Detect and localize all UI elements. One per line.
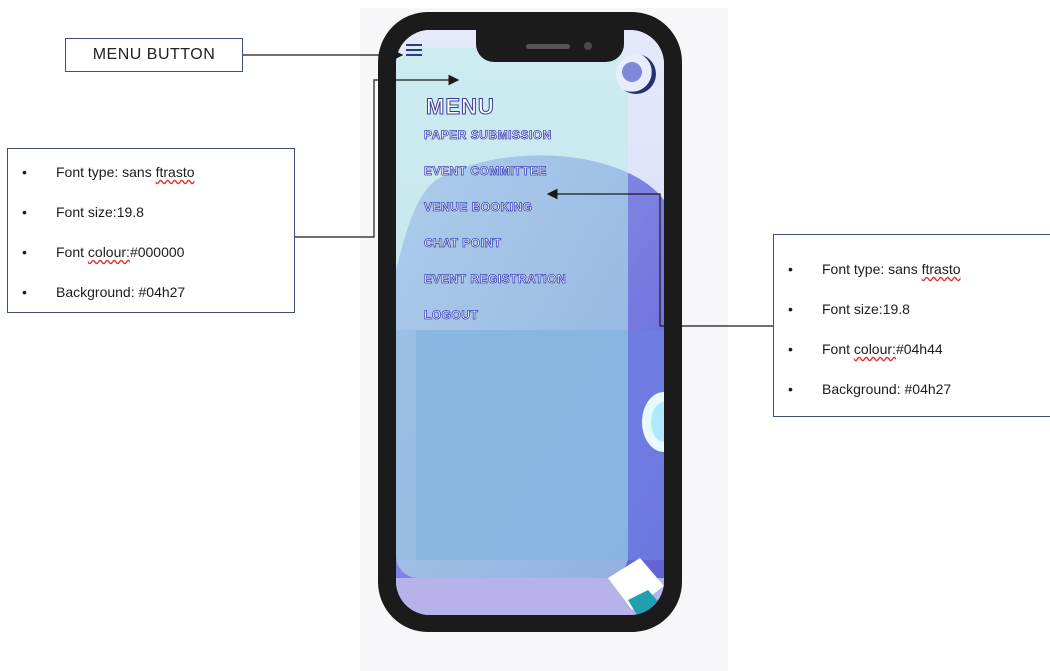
menu-item-event-registration[interactable]: EVENT REGISTRATION <box>424 272 567 287</box>
spec-label: Font size:19.8 <box>822 301 910 317</box>
spec-value: #000000 <box>129 244 185 260</box>
menu-item-logout[interactable]: LOGOUT <box>424 308 479 323</box>
front-camera <box>584 42 592 50</box>
hamburger-menu-icon[interactable] <box>406 44 422 56</box>
spec-label: Background: #04h27 <box>822 381 952 397</box>
menu-list: PAPER SUBMISSION EVENT COMMITTEE VENUE B… <box>424 128 566 344</box>
screen-background-art <box>396 30 664 615</box>
phone-frame: MENU PAPER SUBMISSION EVENT COMMITTEE VE… <box>378 12 682 632</box>
spec-label: Background: #04h27 <box>56 284 186 300</box>
spec-label: Font <box>56 244 88 260</box>
spec-underlined-term: colour: <box>853 341 896 357</box>
right-spec-item: Font type: sans ftrasto <box>788 261 1050 301</box>
right-spec-item: Font colour:#04h44 <box>788 341 1050 381</box>
left-spec-list: Font type: sans ftrastoFont size:19.8Fon… <box>8 149 294 324</box>
left-spec-item: Font type: sans ftrasto <box>22 164 294 204</box>
left-spec-box: Font type: sans ftrastoFont size:19.8Fon… <box>7 148 295 313</box>
menu-button-callout: MENU BUTTON <box>65 38 243 72</box>
phone-notch <box>476 30 624 62</box>
menu-item-venue-booking[interactable]: VENUE BOOKING <box>424 200 533 215</box>
left-spec-connector <box>295 74 460 238</box>
left-spec-item: Font colour:#000000 <box>22 244 294 284</box>
menu-item-event-committee[interactable]: EVENT COMMITTEE <box>424 164 547 179</box>
speaker-grille <box>526 44 570 49</box>
right-spec-connector <box>546 188 773 327</box>
spec-label: Font size:19.8 <box>56 204 144 220</box>
spec-label: Font type: sans <box>56 164 156 180</box>
app-logo <box>616 54 656 94</box>
right-spec-item: Background: #04h27 <box>788 381 1050 421</box>
right-spec-list: Font type: sans ftrastoFont size:19.8Fon… <box>774 235 1050 421</box>
menu-title: MENU <box>426 94 495 120</box>
phone-screen: MENU PAPER SUBMISSION EVENT COMMITTEE VE… <box>396 30 664 615</box>
left-spec-item: Font size:19.8 <box>22 204 294 244</box>
spec-underlined-term: ftrasto <box>155 164 195 180</box>
right-spec-item: Font size:19.8 <box>788 301 1050 341</box>
left-spec-item: Background: #04h27 <box>22 284 294 324</box>
right-spec-box: Font type: sans ftrastoFont size:19.8Fon… <box>773 234 1050 417</box>
menu-item-paper-submission[interactable]: PAPER SUBMISSION <box>424 128 552 143</box>
spec-underlined-term: ftrasto <box>921 261 961 277</box>
menu-item-chat-point[interactable]: CHAT POINT <box>424 236 502 251</box>
spec-value: #04h44 <box>895 341 943 357</box>
spec-label: Font <box>822 341 854 357</box>
menu-button-callout-text: MENU BUTTON <box>92 46 216 63</box>
spec-underlined-term: colour: <box>87 244 130 260</box>
spec-label: Font type: sans <box>822 261 922 277</box>
